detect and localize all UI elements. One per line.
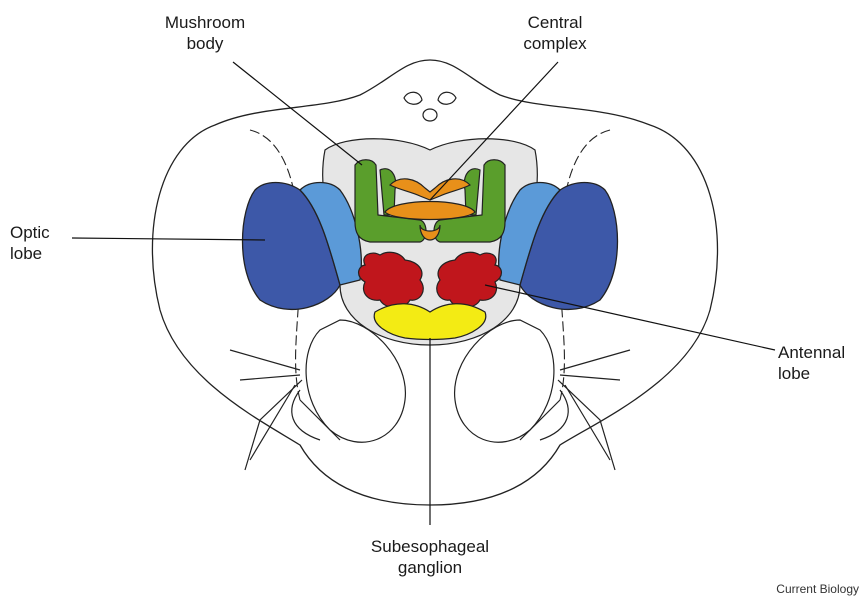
leader-antennal-lobe bbox=[485, 285, 775, 350]
label-central-complex-line1: Central bbox=[500, 12, 610, 33]
label-antennal-lobe: Antennal lobe bbox=[778, 342, 845, 384]
label-mushroom-body-line2: body bbox=[150, 33, 260, 54]
label-subesophageal-line1: Subesophageal bbox=[345, 536, 515, 557]
leader-optic-lobe bbox=[72, 238, 265, 240]
label-subesophageal-line2: ganglion bbox=[345, 557, 515, 578]
right-antenna bbox=[520, 350, 630, 470]
label-optic-lobe-line1: Optic bbox=[10, 222, 50, 243]
label-subesophageal-ganglion: Subesophageal ganglion bbox=[345, 536, 515, 578]
credit-text: Current Biology bbox=[776, 582, 859, 596]
label-central-complex: Central complex bbox=[500, 12, 610, 54]
label-optic-lobe-line2: lobe bbox=[10, 243, 50, 264]
label-mushroom-body: Mushroom body bbox=[150, 12, 260, 54]
label-central-complex-line2: complex bbox=[500, 33, 610, 54]
label-optic-lobe: Optic lobe bbox=[10, 222, 50, 264]
ocelli bbox=[404, 92, 456, 121]
label-antennal-lobe-line1: Antennal bbox=[778, 342, 845, 363]
left-antenna bbox=[230, 350, 340, 470]
label-antennal-lobe-line2: lobe bbox=[778, 363, 845, 384]
label-mushroom-body-line1: Mushroom bbox=[150, 12, 260, 33]
